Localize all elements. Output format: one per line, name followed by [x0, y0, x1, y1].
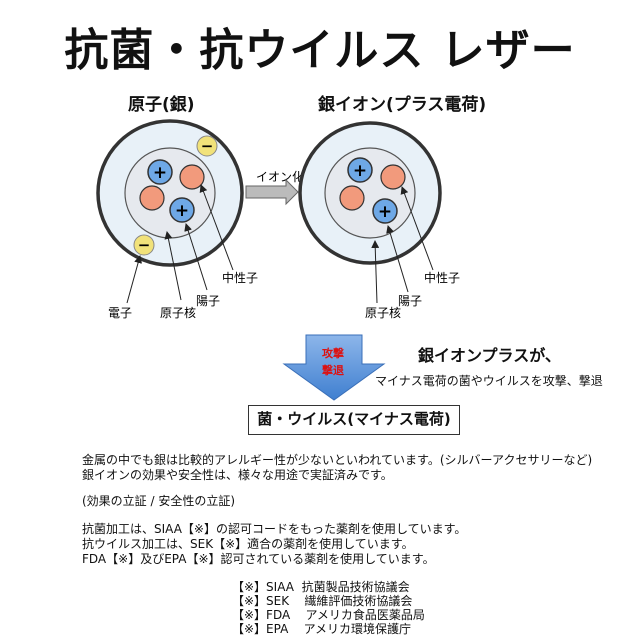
legend-item: 【※】SIAA 抗菌製品技術協議会: [232, 580, 410, 594]
silver-atom: + + − − 電子 原子核 陽子 中性子: [96, 119, 258, 320]
proton: +: [347, 157, 373, 183]
target-box: 菌・ウイルス(マイナス電荷): [248, 405, 460, 435]
label-neutron: 中性子: [424, 270, 460, 285]
plus-sign: +: [353, 161, 367, 181]
page-title: 抗菌・抗ウイルス レザー: [64, 25, 576, 76]
proton: +: [372, 198, 398, 224]
neutron: [179, 164, 205, 190]
attack-arrow: [282, 334, 386, 401]
neutron: [139, 185, 165, 211]
paragraph-line: 抗ウイルス加工は、SEK【※】適合の薬剤を使用しています。: [82, 537, 414, 551]
legend-item: 【※】SEK 繊維評価技術協議会: [232, 594, 413, 608]
label-proton: 陽子: [196, 294, 220, 308]
atom-nucleus: [124, 147, 216, 239]
electron: −: [196, 135, 218, 157]
plus-sign: +: [175, 201, 189, 221]
silver-plus-heading: 銀イオンプラスが、: [418, 346, 561, 365]
minus-sign: −: [138, 236, 151, 254]
silver-plus-description: マイナス電荷の菌やウイルスを攻撃、撃退: [375, 374, 603, 388]
repel-text: 撃退: [322, 364, 344, 377]
label-electron: 電子: [108, 306, 132, 320]
label-proton: 陽子: [398, 294, 422, 308]
attack-text: 攻撃: [322, 347, 344, 360]
plus-sign: +: [153, 163, 167, 183]
proton: +: [147, 159, 173, 185]
proof-note: (効果の立証 / 安全性の立証): [82, 494, 236, 508]
plus-sign: +: [378, 202, 392, 222]
ionize-arrow: イオン化: [245, 170, 304, 206]
legend-item: 【※】EPA アメリカ環境保護庁: [232, 622, 411, 636]
proton: +: [169, 197, 195, 223]
silver-ion: + + 原子核 陽子 中性子: [298, 121, 460, 320]
paragraph-line: FDA【※】及びEPA【※】認可されている薬剤を使用しています。: [82, 552, 435, 566]
atom-title: 原子(銀): [128, 95, 195, 115]
paragraph-line: 抗菌加工は、SIAA【※】の認可コードをもった薬剤を使用しています。: [82, 522, 467, 536]
attack-label: 攻撃 撃退: [318, 345, 348, 379]
label-nucleus: 原子核: [365, 306, 401, 320]
paragraph-line: 金属の中でも銀は比較的アレルギー性が少ないといわれています。(シルバーアクセサリ…: [82, 453, 593, 467]
label-nucleus: 原子核: [160, 306, 196, 320]
ionize-label: イオン化: [256, 170, 304, 184]
neutron: [380, 164, 406, 190]
paragraph-line: 銀イオンの効果や安全性は、様々な用途で実証済みです。: [82, 468, 393, 482]
legend-item: 【※】FDA アメリカ食品医薬品局: [232, 608, 425, 622]
ion-title: 銀イオン(プラス電荷): [318, 95, 487, 115]
ion-nucleus: [324, 147, 416, 239]
minus-sign: −: [201, 137, 214, 155]
label-neutron: 中性子: [222, 270, 258, 285]
electron: −: [133, 234, 155, 256]
neutron: [339, 185, 365, 211]
